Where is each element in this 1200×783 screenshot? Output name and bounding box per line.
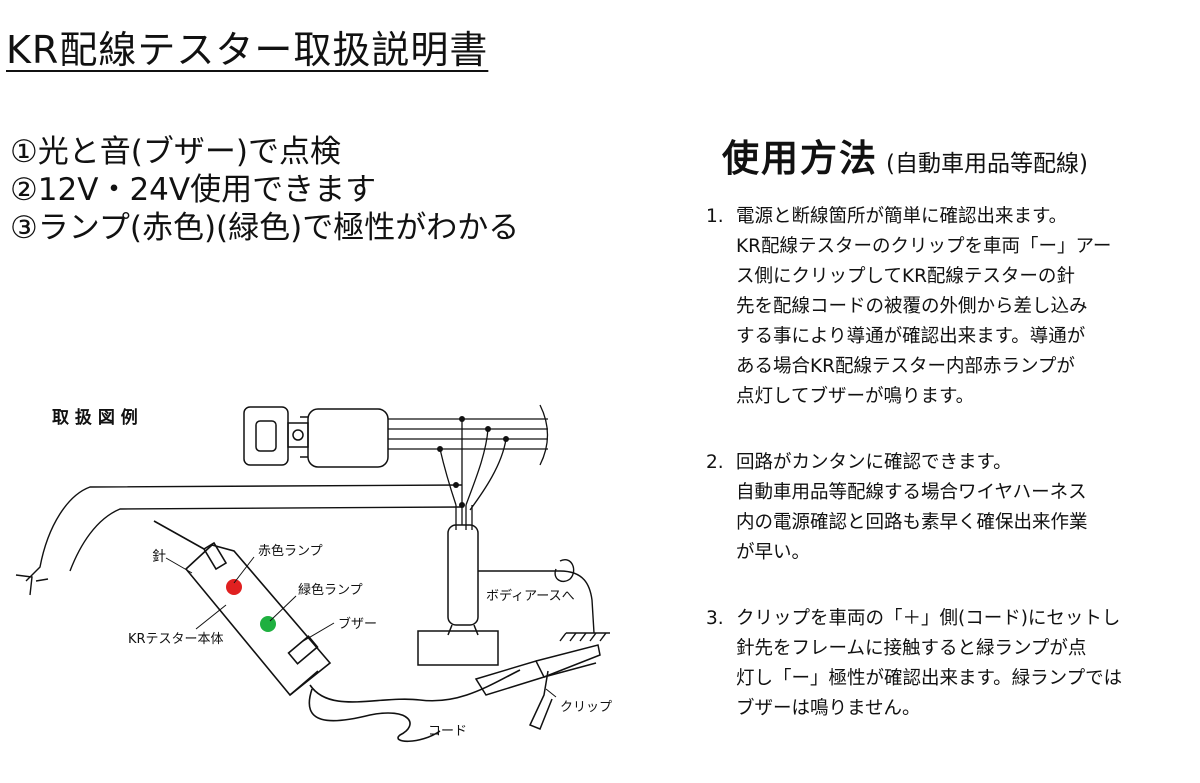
usage-line: 内の電源確認と回路も素早く確保出来作業 [736,512,1088,533]
green-lamp-indicator [260,616,276,632]
document-title: KR配線テスター取扱説明書 [6,28,489,72]
label-needle: 針 [152,549,166,565]
diagram-leaders [165,556,557,698]
usage-item: 2. 回路がカンタンに確認できます。 自動車用品等配線する場合ワイヤハーネス 内… [706,448,1186,568]
feature-list: ①光と音(ブザー)で点検 ②12V・24V使用できます ③ランプ(赤色)(緑色)… [10,133,519,247]
usage-line: 針先をフレームに接触すると緑ランプが点 [736,638,1087,659]
usage-line: ス側にクリップしてKR配線テスターの針 [736,266,1075,287]
usage-heading: 使用方法 (自動車用品等配線) [722,128,1088,182]
usage-item-number: 3. [706,608,724,629]
diagram-title: 取 扱 図 例 [52,407,138,428]
usage-instructions: 1. 電源と断線箇所が簡単に確認出来ます。 KR配線テスターのクリップを車両「ー… [706,202,1186,724]
feature-item: ①光と音(ブザー)で点検 [10,134,341,170]
usage-line: 灯し「ー」極性が確認出来ます。緑ランプでは [736,668,1123,689]
ignition-key [243,406,389,468]
usage-line: する事により導通が確認出来ます。導通が [736,326,1086,347]
usage-line: クリップを車両の「＋」側(コード)にセットし [736,608,1121,629]
usage-title: 使用方法 [722,137,878,180]
usage-line: ブザーは鳴りません。 [736,698,921,719]
usage-line: 点灯してブザーが鳴ります。 [736,386,975,407]
harness-connector [417,524,499,666]
usage-item: 3. クリップを車両の「＋」側(コード)にセットし 針先をフレームに接触すると緑… [706,604,1186,724]
usage-line: 回路がカンタンに確認できます。 [736,452,1012,473]
alligator-clip [474,644,601,730]
tester-body [153,520,521,743]
usage-line: 電源と断線箇所が簡単に確認出来ます。 [736,206,1068,227]
usage-diagram: 取 扱 図 例 [15,404,612,743]
wire-harness [388,404,549,530]
label-body-ground: ボディアースへ [486,588,575,604]
harness-junctions [437,416,509,508]
usage-item: 1. 電源と断線箇所が簡単に確認出来ます。 KR配線テスターのクリップを車両「ー… [706,202,1186,412]
ground-wire [478,559,610,642]
label-red-lamp: 赤色ランプ [258,543,323,559]
label-clip: クリップ [560,700,612,715]
usage-line: が早い。 [736,542,811,563]
red-lamp-indicator [226,579,242,595]
label-cord: コード [428,724,467,739]
feature-item: ③ランプ(赤色)(緑色)で極性がわかる [10,210,520,246]
label-green-lamp: 緑色ランプ [298,582,363,598]
label-tester-body: KRテスター本体 [128,632,224,647]
usage-line: ある場合KR配線テスター内部赤ランプが [736,356,1075,377]
vehicle-body [15,484,463,596]
usage-line: KR配線テスターのクリップを車両「ー」アー [736,236,1112,257]
label-buzzer: ブザー [338,616,377,632]
usage-line: 自動車用品等配線する場合ワイヤハーネス [736,482,1087,503]
feature-item: ②12V・24V使用できます [10,172,377,208]
usage-line: 先を配線コードの被覆の外側から差し込み [736,296,1088,317]
usage-item-number: 1. [706,206,724,227]
usage-subtitle: (自動車用品等配線) [886,151,1088,177]
usage-item-number: 2. [706,452,724,473]
